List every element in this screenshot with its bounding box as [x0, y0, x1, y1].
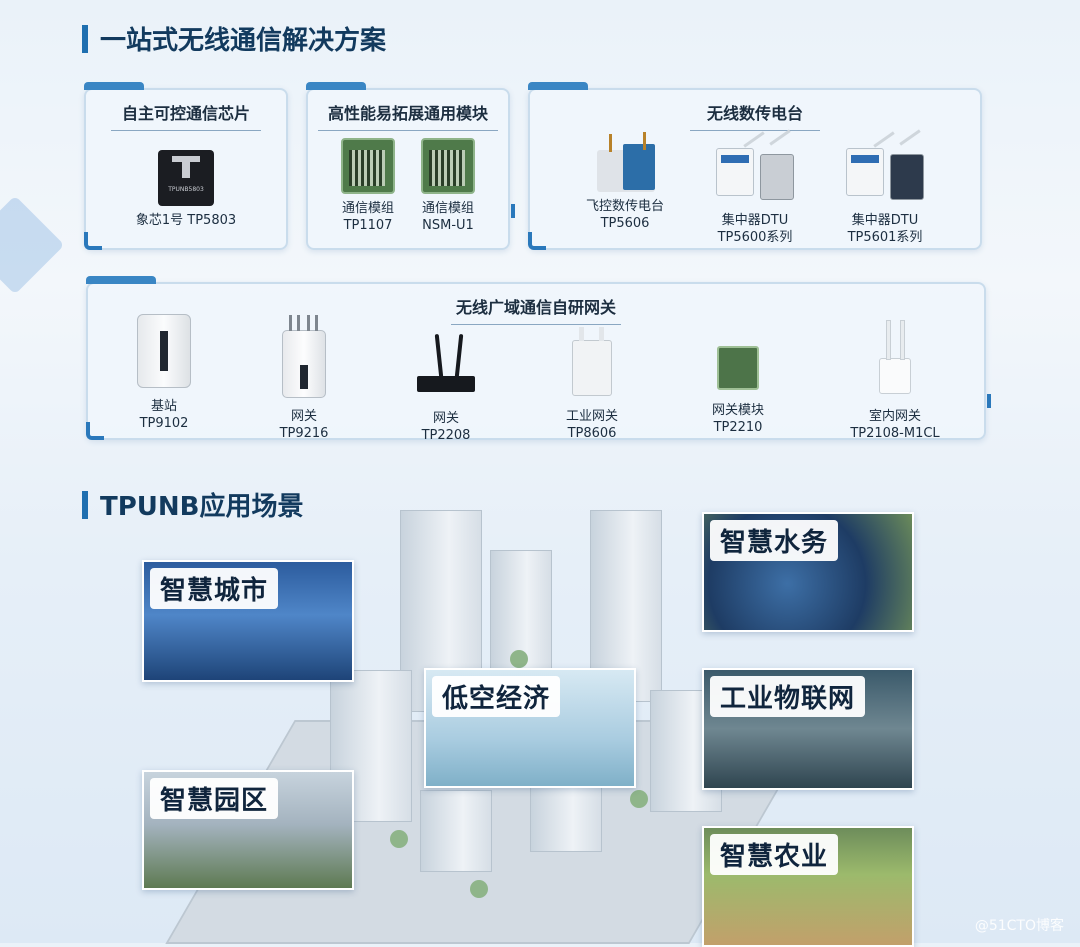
gateway-item: 网关模块 TP2210 — [698, 320, 778, 436]
section-title-solutions: 一站式无线通信解决方案 — [82, 20, 386, 57]
base-station-image — [137, 314, 191, 388]
tree — [510, 650, 528, 668]
radio-item: 飞控数传电台 TP5606 — [580, 132, 670, 232]
dtu-item: 集中器DTU TP5601系列 — [835, 129, 935, 246]
gateway-module-image — [717, 346, 759, 390]
gateway-item: 网关 TP9216 — [264, 315, 344, 442]
card-corner — [528, 232, 546, 250]
card-tab — [306, 82, 366, 90]
dtu-image — [712, 129, 798, 206]
scene-smart-city: 智慧城市 — [142, 560, 354, 682]
tree — [470, 880, 488, 898]
card-corner-mark — [987, 394, 991, 408]
indoor-gateway-image — [879, 320, 911, 394]
scene-smart-agriculture: 智慧农业 — [702, 826, 914, 947]
scene-smart-park: 智慧园区 — [142, 770, 354, 890]
building — [420, 790, 492, 872]
scene-label: 智慧水务 — [710, 520, 839, 561]
industrial-gateway-image — [572, 327, 612, 396]
scene-industrial-iot: 工业物联网 — [702, 668, 914, 790]
gateway-item: 网关 TP2208 — [406, 320, 486, 444]
scene-low-altitude: 低空经济 — [424, 668, 636, 788]
card-corner-mark — [511, 204, 515, 218]
card-heading: 无线广域通信自研网关 — [88, 294, 984, 325]
scene-label: 工业物联网 — [710, 676, 866, 717]
gateway-image — [282, 315, 326, 398]
card-corner — [86, 422, 104, 440]
title-accent-bar — [82, 490, 88, 519]
card-module: 高性能易拓展通用模块 通信模组 TP1107 通信模组 NSM-U1 — [306, 82, 515, 250]
dtu-item: 集中器DTU TP5600系列 — [705, 129, 805, 246]
router-image — [417, 333, 475, 392]
card-heading: 无线数传电台 — [530, 100, 980, 131]
chip-image: TPUNB5803 — [158, 150, 214, 206]
radio-image — [591, 132, 659, 192]
tree — [630, 790, 648, 808]
section-title-text: 一站式无线通信解决方案 — [100, 26, 387, 56]
scene-label: 智慧园区 — [150, 778, 279, 819]
module-image — [421, 138, 475, 194]
card-tab — [84, 82, 144, 90]
tree — [390, 830, 408, 848]
title-accent-bar — [82, 24, 88, 53]
gateway-item: 基站 TP9102 — [124, 314, 204, 432]
card-chip: 自主可控通信芯片 TPUNB5803 象芯1号 TP5803 — [84, 82, 288, 250]
module-item: 通信模组 TP1107 — [338, 138, 398, 234]
scene-label: 智慧城市 — [150, 568, 279, 609]
watermark: @51CTO博客 — [974, 918, 1064, 934]
card-heading: 高性能易拓展通用模块 — [308, 100, 508, 131]
card-corner — [84, 232, 102, 250]
gateway-item: 工业网关 TP8606 — [552, 320, 632, 442]
chip-item: TPUNB5803 象芯1号 TP5803 — [86, 150, 286, 229]
gateway-item: 室内网关 TP2108-M1CL — [840, 320, 950, 442]
scene-smart-water: 智慧水务 — [702, 512, 914, 632]
card-heading: 自主可控通信芯片 — [86, 100, 286, 131]
module-image — [341, 138, 395, 194]
chip-label: 象芯1号 TP5803 — [135, 213, 237, 228]
scene-label: 低空经济 — [432, 676, 561, 717]
decorative-diamond — [0, 195, 65, 295]
card-tab — [528, 82, 588, 90]
section-title-scenarios: TPUNB应用场景 — [82, 486, 303, 523]
scene-label: 智慧农业 — [710, 834, 839, 875]
card-gateway: 无线广域通信自研网关 基站 TP9102 网关 TP9216 网关 TP2208… — [86, 276, 991, 443]
card-radio: 无线数传电台 飞控数传电台 TP5606 集中器DTU TP5600系列 集中器… — [528, 82, 982, 250]
dtu-image — [842, 129, 928, 206]
module-item: 通信模组 NSM-U1 — [418, 138, 478, 234]
section-title-text: TPUNB应用场景 — [100, 492, 304, 522]
card-tab — [86, 276, 156, 284]
